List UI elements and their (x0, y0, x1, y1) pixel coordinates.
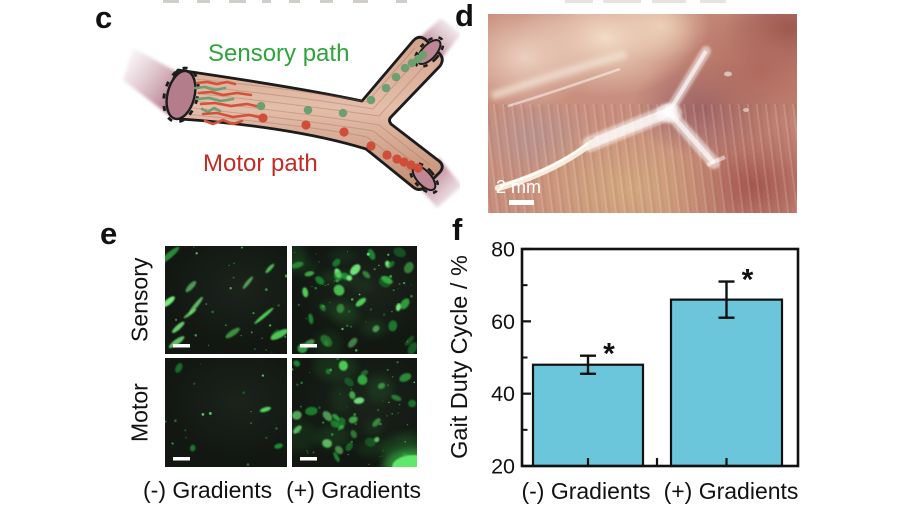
implant-overlay (490, 46, 749, 192)
fluorescence-micrograph (159, 245, 289, 353)
left-cut-face (165, 69, 197, 121)
fluorescence-micrograph (278, 243, 418, 360)
glint (724, 71, 732, 77)
fascia-highlight (507, 67, 621, 108)
motor-dots (258, 113, 423, 173)
cropped-text-remnant (320, 0, 333, 3)
photo-scale-label: 2 mm (496, 177, 541, 197)
cropped-text-remnant (652, 0, 686, 3)
fluorescence-image-motor-plus (278, 351, 443, 483)
y-tick-label: 40 (491, 382, 515, 406)
panel-f-label: f (452, 212, 463, 247)
fascia-streak (490, 50, 628, 100)
cropped-text-remnant (700, 0, 726, 3)
cropped-text-remnant (163, 0, 179, 3)
motor-path-label: Motor path (203, 150, 318, 177)
col-label-minus-gradients: (-) Gradients (143, 477, 273, 503)
row-label-motor: Motor (126, 383, 153, 442)
axon-sprouts (193, 80, 266, 126)
y-tick-label: 80 (491, 238, 515, 262)
cropped-text-remnant (565, 0, 593, 3)
gait-duty-cycle-chart: * (-) Gradients * (+) Gradients 20 40 60 80Gait… (446, 238, 800, 504)
panel-c-label: c (95, 0, 113, 35)
image-scale-bar (173, 344, 190, 348)
cropped-text-remnant (229, 0, 246, 3)
panel-d-label: d (455, 0, 474, 33)
image-scale-bar (300, 344, 317, 348)
panel-e-caption: (-) Gradients (+) Gradients (132, 477, 432, 504)
y-tick-label: 60 (491, 310, 515, 334)
image-scale-bar (300, 457, 317, 461)
implanted-guide (582, 46, 726, 169)
bar-0 (531, 363, 645, 468)
significance-asterisk: * (742, 264, 754, 297)
guide-striations (184, 47, 431, 177)
significance-asterisk: * (603, 338, 615, 371)
fluorescence-image-motor-minus (164, 358, 287, 467)
fluorescence-micrograph (278, 351, 443, 483)
nerve-trunk (494, 140, 594, 192)
cropped-text-remnant (197, 0, 210, 3)
fluorescence-micrograph (164, 363, 284, 466)
fluorescence-image-sensory-minus (159, 245, 289, 354)
sensory-suture-marks (413, 36, 445, 68)
bar-1 (669, 298, 784, 468)
photo-scale-bar (509, 200, 534, 205)
col-label-plus-gradients: (+) Gradients (286, 477, 421, 503)
y-axis-label: Gait Duty Cycle / % (446, 255, 472, 459)
fluorescence-image-sensory-plus (278, 243, 418, 360)
surgical-photo: 2 mm (488, 14, 797, 213)
row-label-sensory: Sensory (126, 257, 153, 343)
nerve-guide-diagram (123, 18, 460, 208)
cropped-text-remnant (353, 0, 368, 3)
y-tick-label: 20 (491, 455, 515, 479)
nerve-highlight (499, 142, 589, 188)
cropped-text-remnant (396, 0, 407, 3)
sensory-dots (256, 50, 428, 118)
x-category-label: (+) Gradients (664, 478, 799, 504)
x-category-label: (-) Gradients (521, 478, 650, 504)
left-nerve-stump (123, 48, 179, 120)
cropped-text-remnant (603, 0, 641, 3)
image-scale-bar (173, 457, 190, 461)
sensory-path-label: Sensory path (208, 40, 350, 67)
panel-e-label: e (100, 216, 118, 251)
cropped-text-remnant (262, 0, 271, 3)
glint (743, 108, 749, 112)
cropped-text-remnant (289, 0, 300, 3)
